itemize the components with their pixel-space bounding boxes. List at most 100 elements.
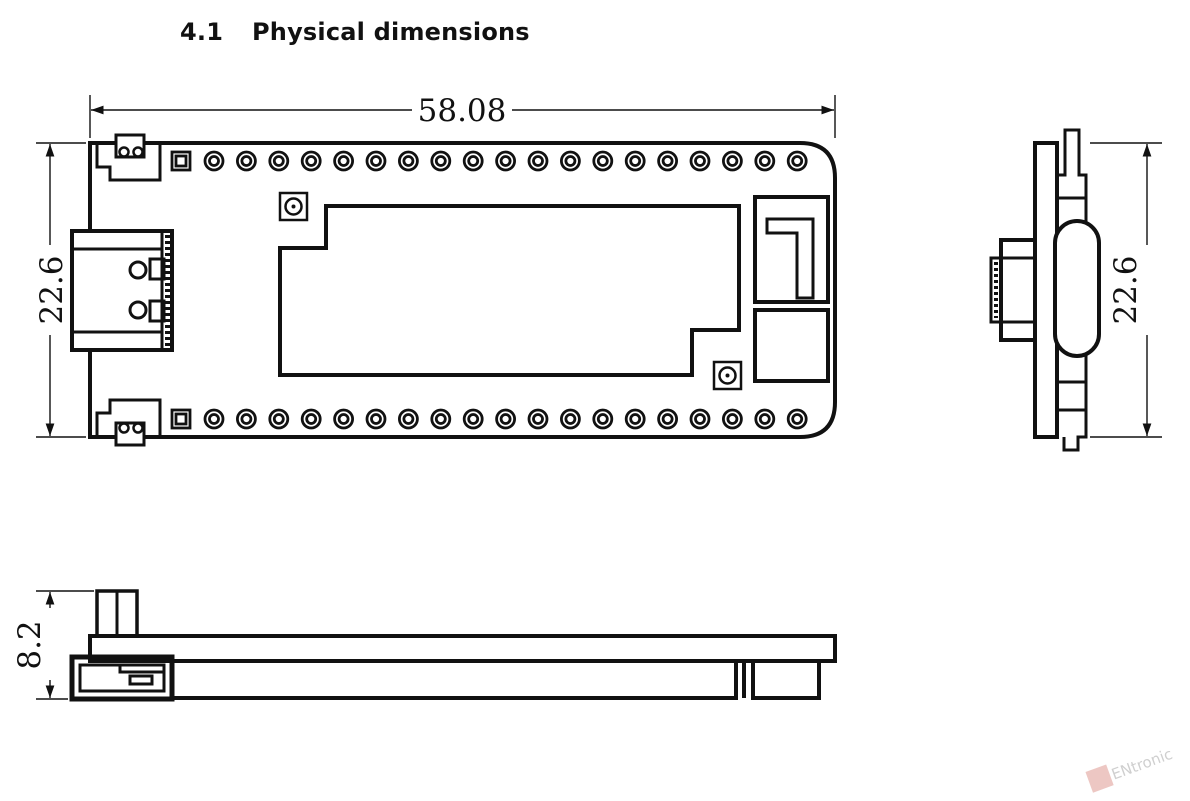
bottom-row-pin-hole: [564, 413, 577, 425]
bottom-row-pin-hole: [758, 413, 771, 425]
top-row-pin-hole: [661, 155, 674, 167]
bottom-row-pin: [754, 408, 776, 430]
top-row-pin-hole: [467, 155, 480, 167]
top-row-pin: [786, 150, 808, 172]
top-row-pin-hole: [758, 155, 771, 167]
bottom-row-pin-hole: [370, 413, 382, 425]
top-row-pin: [592, 150, 614, 172]
top-row-square-pad: [170, 150, 192, 172]
top-row-pin-hole: [726, 155, 739, 167]
top-row-pin: [722, 150, 743, 172]
top-left-connector: [95, 143, 162, 182]
fiducial-top: [278, 191, 309, 222]
bottom-row-pin: [722, 408, 743, 430]
watermark-badge: [1085, 764, 1114, 793]
top-row-pin: [689, 150, 711, 172]
top-row-pin-hole: [694, 155, 706, 167]
dimension-length: 58.08: [418, 93, 507, 129]
top-row-pin: [657, 150, 678, 172]
top-row-pin: [495, 150, 517, 172]
bottom-row-pin: [300, 408, 322, 430]
bottom-row-pin: [786, 408, 808, 430]
board-outline: [88, 141, 837, 439]
bottom-row-pin-hole: [661, 413, 674, 425]
bottom-row-pin: [560, 408, 581, 430]
section-number: 4.1: [180, 18, 224, 46]
top-row-pin: [268, 150, 290, 172]
bottom-row-pin: [235, 408, 257, 430]
bottom-row-square-pad: [170, 408, 192, 430]
bottom-row-pin-hole: [726, 413, 739, 425]
top-row-pin: [560, 150, 581, 172]
bottom-row-pin-hole: [629, 413, 642, 425]
side-view: [989, 128, 1101, 452]
bottom-row-pin-hole: [499, 413, 512, 425]
top-view-dimensions: [36, 95, 836, 438]
bottom-row-pin-hole: [272, 413, 285, 425]
top-row-pin: [333, 150, 355, 172]
top-row-pin-hole: [499, 155, 512, 167]
bottom-row-pin-hole: [402, 413, 415, 425]
top-row-pin-hole: [337, 155, 350, 167]
bottom-row-pin-hole: [434, 413, 447, 425]
bottom-row-pin: [689, 408, 711, 430]
bottom-row-pin: [397, 408, 419, 430]
top-row-square-pad-hole: [174, 154, 188, 168]
bottom-row-pin-hole: [694, 413, 706, 425]
bottom-left-connector: [95, 398, 162, 437]
usb-connector: [70, 229, 174, 352]
bottom-row-pin: [333, 408, 355, 430]
front-view-dimensions: [36, 590, 94, 700]
top-row-pin: [430, 150, 452, 172]
top-row-pin-hole: [208, 155, 220, 167]
top-row-pin-hole: [370, 155, 382, 167]
top-row-pin-hole: [240, 155, 253, 167]
bottom-row-pin: [462, 408, 484, 430]
side-view-dimensions: [1090, 142, 1162, 438]
antenna-module: [753, 195, 830, 383]
side-capsule: [1053, 219, 1101, 358]
bottom-row-pin: [527, 408, 549, 430]
bottom-row-pin-hole: [305, 413, 318, 425]
top-row-pin: [754, 150, 776, 172]
pin-row-bottom: [170, 408, 808, 430]
bottom-row-pin: [365, 408, 387, 430]
top-row-pin-hole: [532, 155, 544, 167]
bottom-row-pin-hole: [467, 413, 480, 425]
dimension-width-side-view: 22.6: [1108, 255, 1144, 324]
bottom-row-pin-hole: [208, 413, 220, 425]
top-row-pin-hole: [629, 155, 642, 167]
bottom-row-pin: [203, 408, 225, 430]
top-row-pin: [203, 150, 225, 172]
top-row-pin-hole: [305, 155, 318, 167]
section-heading: 4.1 Physical dimensions: [180, 18, 530, 46]
top-row-pin-hole: [564, 155, 577, 167]
top-row-pin: [235, 150, 257, 172]
bottom-row-pin: [657, 408, 678, 430]
bottom-row-square-pad-hole: [174, 412, 188, 426]
top-row-pin-hole: [402, 155, 415, 167]
top-row-pin: [624, 150, 646, 172]
top-row-pin: [527, 150, 549, 172]
bottom-row-pin: [624, 408, 646, 430]
top-row-pin-hole: [272, 155, 285, 167]
bottom-row-pin: [495, 408, 517, 430]
pin-row-top: [170, 150, 808, 172]
top-view: [70, 133, 837, 447]
dimension-height: 8.2: [12, 620, 48, 669]
bottom-row-pin-hole: [791, 413, 804, 425]
bottom-row-pin-hole: [240, 413, 253, 425]
bottom-row-pin: [592, 408, 614, 430]
bottom-row-pin: [430, 408, 452, 430]
top-row-pin: [365, 150, 387, 172]
bottom-row-pin-hole: [596, 413, 609, 425]
front-view: [69, 589, 837, 702]
bottom-row-pin: [268, 408, 290, 430]
top-row-pin: [300, 150, 322, 172]
top-row-pin: [397, 150, 419, 172]
display-module: [278, 204, 741, 377]
side-usb: [999, 238, 1037, 342]
dimension-width-top-view: 22.6: [34, 255, 70, 324]
section-title: Physical dimensions: [252, 18, 530, 46]
top-row-pin: [462, 150, 484, 172]
